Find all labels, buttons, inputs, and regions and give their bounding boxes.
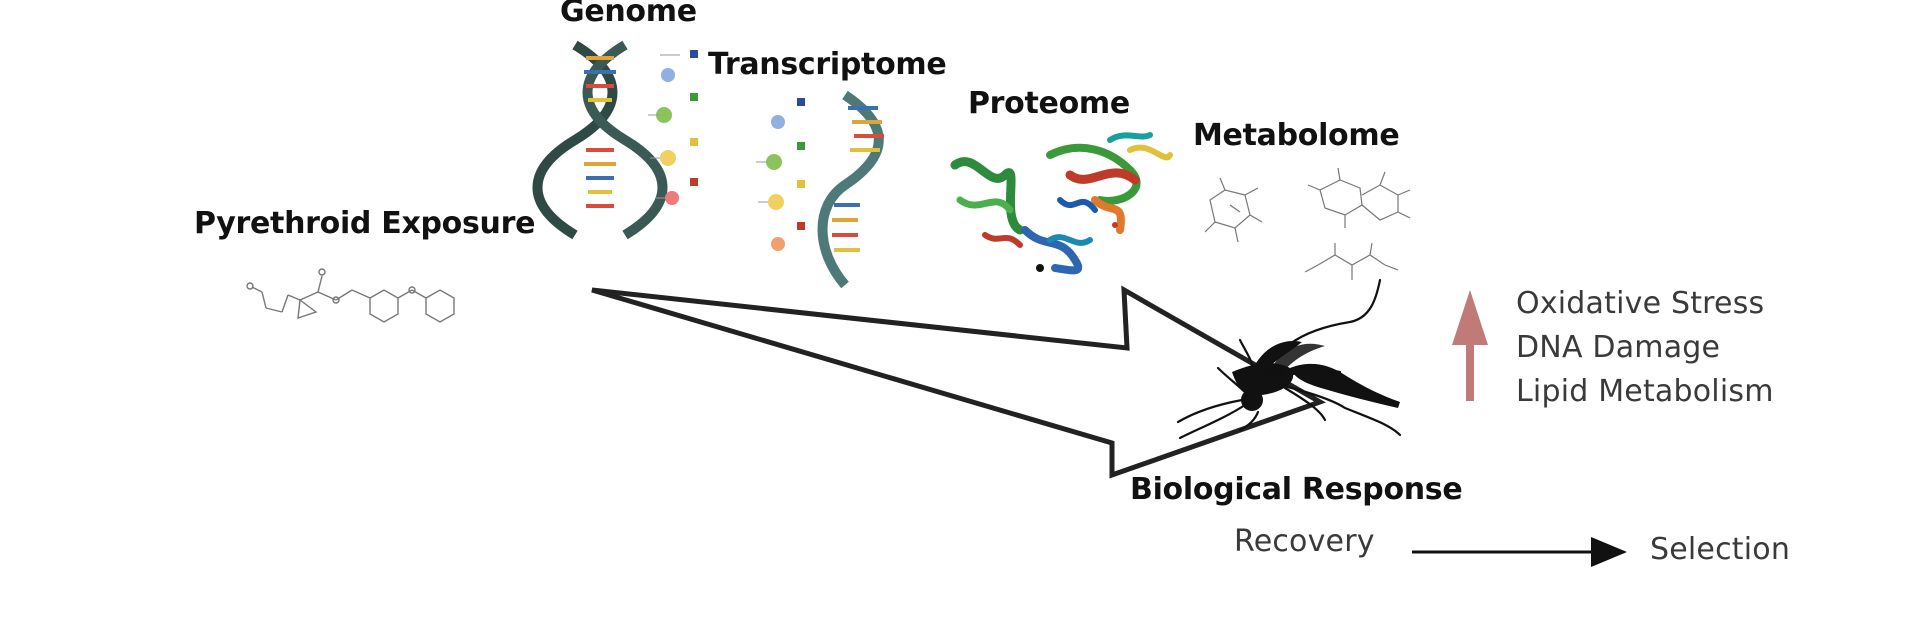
effect-oxidative-stress: Oxidative Stress: [1516, 286, 1765, 321]
exposure-label: Pyrethroid Exposure: [194, 206, 536, 241]
effect-lipid-metabolism: Lipid Metabolism: [1516, 374, 1774, 409]
transcriptome-label: Transcriptome: [708, 47, 947, 82]
rna-strand-transcriptome-icon: [817, 90, 884, 289]
metabolome-label: Metabolome: [1193, 118, 1400, 153]
mosquito-silhouette-icon: [1176, 278, 1402, 440]
nucleotide-structures-transcriptome: [756, 98, 805, 251]
proteome-label: Proteome: [968, 86, 1130, 121]
exposure-to-response-arrow: [591, 285, 1326, 479]
dna-helix-genome-icon: [532, 40, 668, 240]
response-label: Biological Response: [1130, 472, 1463, 507]
increase-arrow: [1452, 290, 1488, 401]
protein-ribbon-structures-icon: [950, 132, 1173, 275]
genome-label: Genome: [560, 0, 697, 29]
recovery-label: Recovery: [1234, 524, 1375, 559]
effect-dna-damage: DNA Damage: [1516, 330, 1721, 365]
nucleotide-structures-genome: [648, 50, 698, 205]
selection-label: Selection: [1650, 532, 1791, 567]
metabolite-structures-icon: [1204, 167, 1411, 280]
pyrethroid-molecule-icon: [246, 268, 455, 323]
